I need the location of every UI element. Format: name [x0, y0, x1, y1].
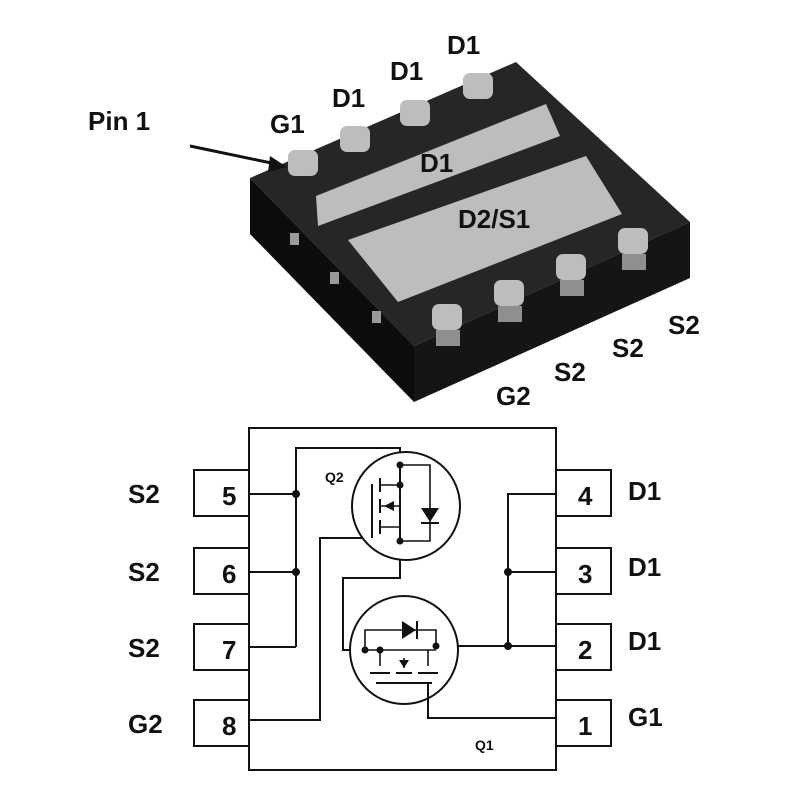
- bottom-pad-side: [436, 330, 460, 346]
- pin-number: 4: [578, 481, 593, 511]
- pad-d2s1-label: D2/S1: [458, 204, 530, 234]
- top-pad-g1: [288, 150, 318, 176]
- pin-name: D1: [628, 626, 661, 656]
- q1-mosfet: Q1: [349, 595, 494, 753]
- top-pad-d1: [340, 126, 370, 152]
- pin-name: G1: [628, 702, 663, 732]
- pin-box-1: [555, 699, 612, 747]
- top-pad-d1: [400, 100, 430, 126]
- pin-box-8: [193, 699, 250, 747]
- pin-name: S2: [128, 479, 160, 509]
- q2-mosfet: Q2: [325, 451, 461, 561]
- top-pin-label: D1: [332, 83, 365, 113]
- bottom-pad-s2: [494, 280, 524, 306]
- q2-label: Q2: [325, 469, 344, 485]
- q1-label: Q1: [475, 737, 494, 753]
- bottom-pad-g2: [432, 304, 462, 330]
- package-right-side: [414, 222, 690, 402]
- pin-number: 3: [578, 559, 592, 589]
- pin-number: 8: [222, 711, 236, 741]
- side-pad: [372, 311, 381, 323]
- top-pin-label: G1: [270, 109, 305, 139]
- pin-box-6: [193, 547, 250, 595]
- top-pin-label: D1: [390, 56, 423, 86]
- pad-d2s1-large: [348, 156, 622, 302]
- side-pad: [290, 233, 299, 245]
- bottom-pin-label: G2: [496, 381, 531, 411]
- bottom-pad-side: [622, 254, 646, 270]
- pin-number: 7: [222, 635, 236, 665]
- pin1-arrow: [189, 144, 287, 172]
- pin-name: G2: [128, 709, 163, 739]
- pin-box-5: [193, 469, 250, 517]
- g2-wire: [249, 537, 374, 721]
- top-pin-label: D1: [447, 30, 480, 60]
- schematic: 5 6 7 8 4 3 2 1 S2 S2 S2 G2 D1 D1 D1 G1: [128, 427, 663, 771]
- pin-number: 5: [222, 481, 236, 511]
- bottom-pad-side: [498, 306, 522, 322]
- bottom-pad-side: [560, 280, 584, 296]
- package-3d-view: Pin 1 G1 D1 D1 D1 D1 D2/S1 G2 S2 S2 S2: [88, 30, 700, 411]
- bottom-pad-s2: [618, 228, 648, 254]
- bottom-pin-label: S2: [612, 333, 644, 363]
- pin-number: 2: [578, 635, 592, 665]
- side-pad: [330, 272, 339, 284]
- pad-d1-label: D1: [420, 148, 453, 178]
- pad-d1-large: [316, 104, 560, 226]
- pin-name: D1: [628, 476, 661, 506]
- pin-name: S2: [128, 557, 160, 587]
- bottom-pin-label: S2: [668, 310, 700, 340]
- pin-name: S2: [128, 633, 160, 663]
- g1-wire: [427, 698, 556, 719]
- pin-box-2: [555, 623, 612, 671]
- pin-number: 6: [222, 559, 236, 589]
- top-pad-d1: [463, 73, 493, 99]
- pin-number: 1: [578, 711, 592, 741]
- pin-box-4: [555, 469, 612, 517]
- pin-name: D1: [628, 552, 661, 582]
- bottom-pin-label: S2: [554, 357, 586, 387]
- bottom-pad-s2: [556, 254, 586, 280]
- pin1-label: Pin 1: [88, 106, 150, 136]
- pin-box-3: [555, 547, 612, 595]
